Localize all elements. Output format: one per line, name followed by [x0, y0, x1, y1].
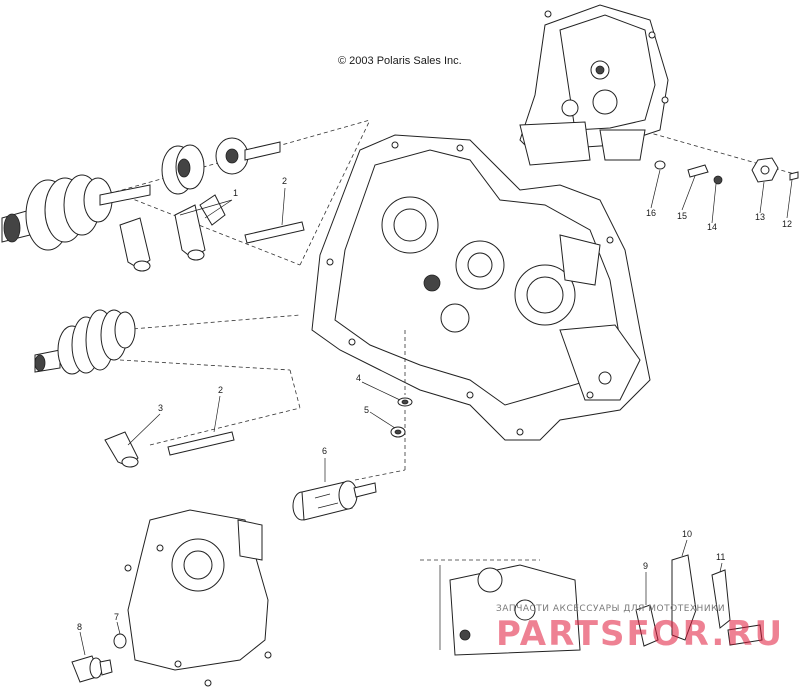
countershaft-assembly — [34, 309, 136, 375]
callout-13: 13 — [755, 212, 765, 222]
watermark-brand: PARTSFOR.RU — [496, 614, 784, 654]
copyright-text: © 2003 Polaris Sales Inc. — [338, 55, 462, 67]
callout-8: 8 — [77, 622, 82, 632]
crankcase-half — [311, 134, 651, 441]
callout-2-upper: 2 — [282, 176, 287, 186]
inset-detail — [439, 554, 763, 656]
drain-plug-parts — [71, 633, 127, 683]
callout-labels: 1 2 2 3 4 5 6 7 8 9 10 11 12 13 14 15 16 — [77, 176, 792, 632]
stator-cover — [519, 4, 669, 166]
small-hardware-right — [654, 157, 799, 185]
callout-16: 16 — [646, 208, 656, 218]
shift-forks-upper — [119, 194, 226, 272]
callout-10: 10 — [682, 529, 692, 539]
callout-3: 3 — [158, 403, 163, 413]
shift-rod-upper — [244, 221, 305, 244]
callout-6: 6 — [322, 446, 327, 456]
output-shaft-assembly — [1, 137, 281, 251]
callout-14: 14 — [707, 222, 717, 232]
callout-5: 5 — [364, 405, 369, 415]
callout-1: 1 — [233, 188, 238, 198]
callout-7: 7 — [114, 612, 119, 622]
callout-9: 9 — [643, 561, 648, 571]
callout-12: 12 — [782, 219, 792, 229]
crankcase-half-lower — [124, 509, 272, 687]
shift-drum — [292, 480, 377, 521]
shift-fork-lower — [104, 431, 139, 468]
callout-11: 11 — [716, 552, 725, 562]
assembly-lines — [114, 119, 799, 561]
shift-rod-lower — [167, 431, 235, 456]
watermark-tagline: ЗАПЧАСТИ АКСЕССУАРЫ ДЛЯ МОТОТЕХНИКИ — [496, 604, 725, 614]
callout-15: 15 — [677, 211, 687, 221]
callout-2-lower: 2 — [218, 385, 223, 395]
callout-4: 4 — [356, 373, 361, 383]
watermark: ЗАПЧАСТИ АКСЕССУАРЫ ДЛЯ МОТОТЕХНИКИ PART… — [496, 604, 784, 654]
callout-leaders — [79, 169, 793, 656]
washer-seal-parts — [390, 397, 413, 438]
